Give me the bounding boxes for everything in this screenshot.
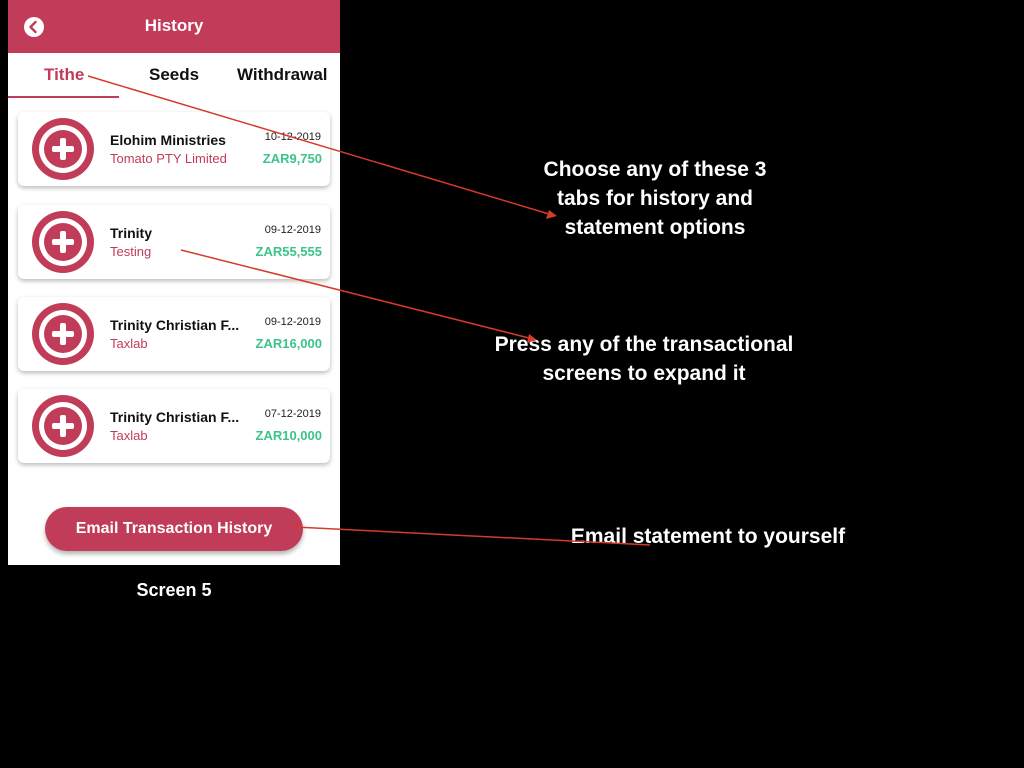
transaction-date: 07-12-2019 [264, 408, 321, 420]
annotation-press-note: Press any of the transactional screens t… [494, 333, 794, 385]
church-logo-icon [32, 118, 94, 180]
church-logo-icon [32, 303, 94, 365]
phone-screen: History Tithe Seeds Withdrawal Elohim Mi… [8, 0, 340, 565]
active-tab-indicator [8, 96, 119, 98]
transaction-amount: ZAR55,555 [255, 244, 322, 259]
transaction-amount: ZAR9,750 [262, 151, 322, 166]
annotation-email-note: Email statement to yourself [570, 525, 846, 548]
page-title: History [144, 16, 204, 35]
transaction-card[interactable]: Trinity Christian F... Taxlab 09-12-2019… [18, 297, 330, 371]
tab-withdrawal[interactable]: Withdrawal [237, 65, 328, 84]
screen-caption: Screen 5 [136, 580, 212, 600]
organization-sub: Taxlab [110, 336, 148, 351]
organization-sub: Taxlab [110, 428, 148, 443]
back-arrow-icon [29, 20, 37, 34]
transaction-date: 09-12-2019 [264, 316, 321, 328]
transaction-card[interactable]: Trinity Testing 09-12-2019 ZAR55,555 [18, 205, 330, 279]
organization-sub: Testing [110, 244, 152, 259]
back-button[interactable] [24, 17, 44, 37]
transaction-amount: ZAR16,000 [255, 336, 322, 351]
tab-seeds[interactable]: Seeds [149, 65, 200, 84]
transaction-card[interactable]: Trinity Christian F... Taxlab 07-12-2019… [18, 389, 330, 463]
annotation-tabs-note: Choose any of these 3 tabs for history a… [543, 158, 767, 239]
transaction-date: 09-12-2019 [264, 224, 321, 236]
tab-tithe[interactable]: Tithe [44, 65, 85, 84]
organization-sub: Tomato PTY Limited [110, 151, 227, 166]
tab-bar: Tithe Seeds Withdrawal [8, 53, 340, 99]
arrow-to-email-button [294, 526, 651, 546]
church-logo-icon [32, 395, 94, 457]
email-transaction-history-button[interactable]: Email Transaction History [45, 507, 303, 551]
arrow-to-cards [180, 249, 537, 343]
app-header: History [8, 0, 340, 53]
church-logo-icon [32, 211, 94, 273]
transaction-amount: ZAR10,000 [255, 428, 322, 443]
arrow-to-tabs [87, 75, 557, 219]
